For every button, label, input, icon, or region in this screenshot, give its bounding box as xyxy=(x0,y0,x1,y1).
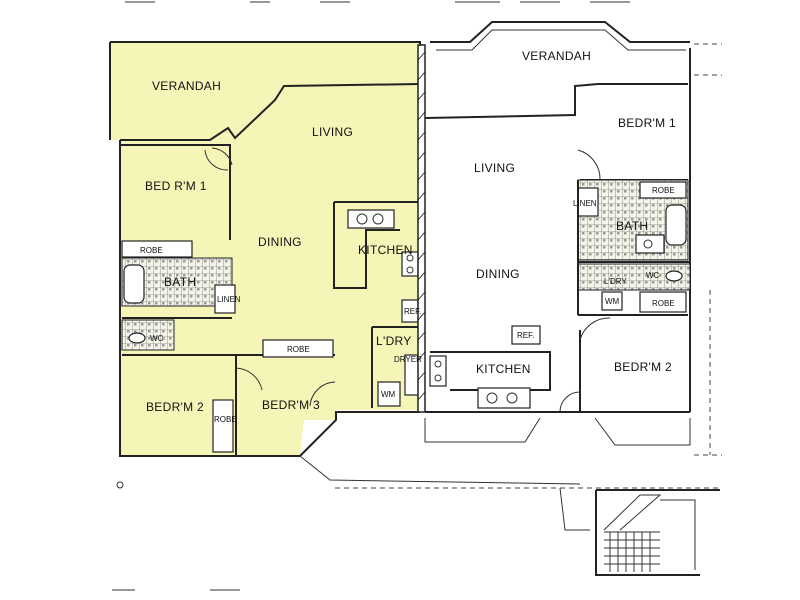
label-wm-left: WM xyxy=(381,390,396,399)
label-dryer-left: DRYER xyxy=(394,355,422,364)
label-wc-left: WC xyxy=(150,334,164,343)
staircase xyxy=(603,494,662,572)
right-unit-labels: VERANDAH BEDR'M 1 LIVING ROBE LINEN BATH… xyxy=(474,49,676,376)
left-unit xyxy=(109,41,421,457)
label-wc-right: WC xyxy=(646,271,660,280)
label-bedroom1-right: BEDR'M 1 xyxy=(618,116,676,130)
label-dining-left: DINING xyxy=(258,235,302,249)
label-ref-left: REF. xyxy=(404,307,421,316)
label-bedroom1-left: BED R'M 1 xyxy=(145,179,207,193)
label-robe3-left: ROBE xyxy=(287,345,310,354)
label-robe1-right: ROBE xyxy=(652,186,675,195)
label-kitchen-right: KITCHEN xyxy=(476,362,531,376)
label-wm-right: WM xyxy=(605,297,620,306)
label-verandah-right: VERANDAH xyxy=(522,49,591,63)
label-bath-right: BATH xyxy=(616,219,648,233)
label-bedroom2-right: BEDR'M 2 xyxy=(614,360,672,374)
label-robe2-right: ROBE xyxy=(652,299,675,308)
label-robe2-left: ROBE xyxy=(214,415,237,424)
label-bedroom2-left: BEDR'M 2 xyxy=(146,400,204,414)
label-ldry-right: L'DRY xyxy=(604,277,627,286)
label-bedroom3-left: BEDR'M 3 xyxy=(262,398,320,412)
left-unit-labels: VERANDAH LIVING BED R'M 1 DINING KITCHEN… xyxy=(140,79,422,424)
label-dining-right: DINING xyxy=(476,267,520,281)
right-unit xyxy=(424,21,722,456)
label-robe1-left: ROBE xyxy=(140,246,163,255)
party-wall xyxy=(417,44,426,413)
label-kitchen-left: KITCHEN xyxy=(358,243,413,257)
label-linen-left: LINEN xyxy=(217,295,241,304)
label-verandah-left: VERANDAH xyxy=(152,79,221,93)
label-living-right: LIVING xyxy=(474,161,515,175)
label-bath-left: BATH xyxy=(164,275,196,289)
label-ref-right: REF. xyxy=(517,331,534,340)
label-living-left: LIVING xyxy=(312,125,353,139)
label-linen-right: LINEN xyxy=(573,199,597,208)
label-laundry-left: L'DRY xyxy=(376,334,412,348)
lower-landing xyxy=(112,455,720,591)
